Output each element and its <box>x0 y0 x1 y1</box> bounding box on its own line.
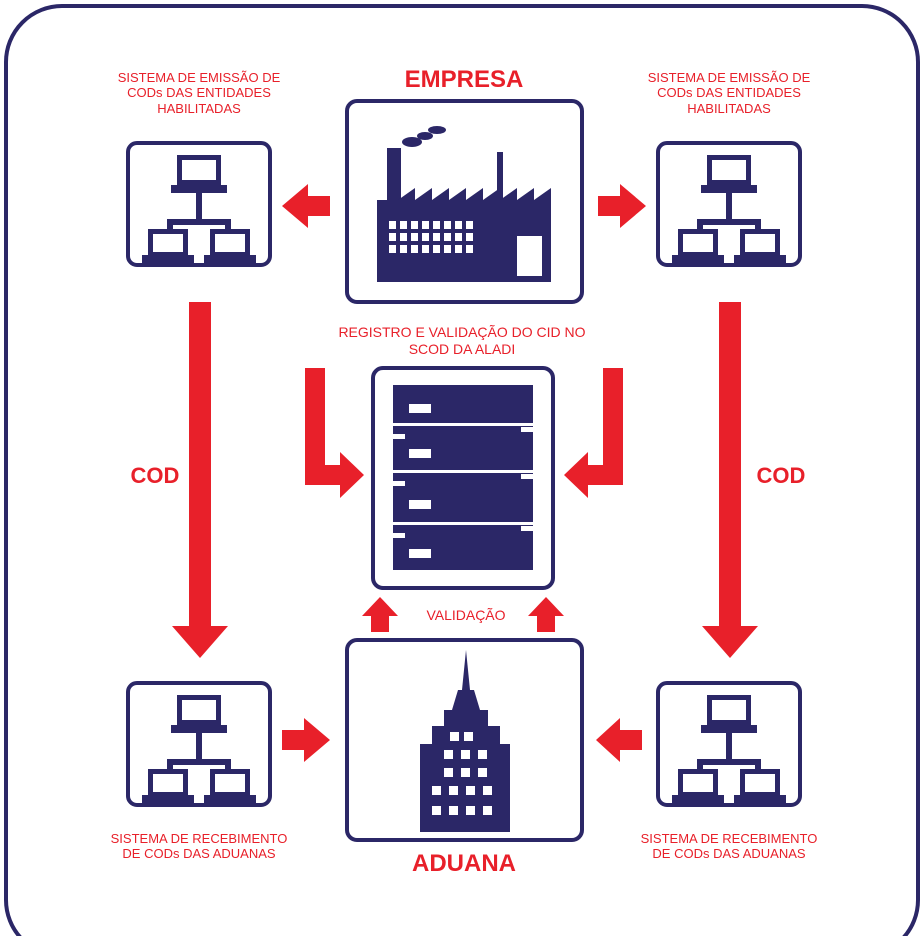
arrow-validation-left <box>362 597 398 632</box>
arrow-emission-left-to-scod <box>305 368 364 498</box>
caption-line: SISTEMA DE RECEBIMENTO <box>640 831 818 846</box>
scod-caption: REGISTRO E VALIDAÇÃO DO CID NO SCOD DA A… <box>282 324 642 357</box>
cod-right-label: COD <box>756 463 806 488</box>
reception-left-box <box>126 681 272 807</box>
reception-left-caption: SISTEMA DE RECEBIMENTO DE CODs DAS ADUAN… <box>74 831 324 862</box>
outer-frame <box>4 4 920 941</box>
caption-line: SISTEMA DE EMISSÃO DE <box>117 70 281 85</box>
aduana-title: ADUANA <box>412 850 516 877</box>
factory-windows <box>389 221 542 276</box>
arrow-reception-left-to-aduana <box>282 718 330 762</box>
caption-line: SCOD DA ALADI <box>408 340 516 357</box>
cod-left-label: COD <box>130 463 180 488</box>
emission-right-caption: SISTEMA DE EMISSÃO DE CODs DAS ENTIDADES… <box>604 70 854 116</box>
caption-line: SISTEMA DE RECEBIMENTO <box>110 831 288 846</box>
arrow-emission-right-to-scod <box>564 368 623 498</box>
emission-left-caption: SISTEMA DE EMISSÃO DE CODs DAS ENTIDADES… <box>74 70 324 116</box>
caption-line: HABILITADAS <box>687 100 771 116</box>
empresa-box <box>345 99 584 304</box>
empresa-title: EMPRESA <box>404 66 524 93</box>
factory-icon <box>377 126 551 282</box>
arrow-cod-left <box>172 302 228 658</box>
building-windows <box>432 732 492 815</box>
arrow-reception-right-to-aduana <box>596 718 642 762</box>
caption-line: HABILITADAS <box>157 100 241 116</box>
aduana-box <box>345 638 584 842</box>
caption-line: DE CODs DAS ADUANAS <box>652 846 806 862</box>
caption-line: SISTEMA DE EMISSÃO DE <box>647 70 811 85</box>
arrow-cod-right <box>702 302 758 658</box>
arrow-empresa-to-emission-left <box>282 184 330 228</box>
validation-label: VALIDAÇÃO <box>426 607 506 623</box>
emission-left-box <box>126 141 272 267</box>
server-rack-icon <box>393 385 533 570</box>
caption-line: CODs DAS ENTIDADES <box>657 85 801 101</box>
caption-line: DE CODs DAS ADUANAS <box>122 846 276 862</box>
arrow-empresa-to-emission-right <box>598 184 646 228</box>
scod-server-box <box>371 366 555 590</box>
arrow-validation-right <box>528 597 564 632</box>
reception-right-box <box>656 681 802 807</box>
emission-right-box <box>656 141 802 267</box>
reception-right-caption: SISTEMA DE RECEBIMENTO DE CODs DAS ADUAN… <box>604 831 854 862</box>
caption-line: CODs DAS ENTIDADES <box>127 85 271 101</box>
caption-line: REGISTRO E VALIDAÇÃO DO CID NO <box>338 324 586 340</box>
